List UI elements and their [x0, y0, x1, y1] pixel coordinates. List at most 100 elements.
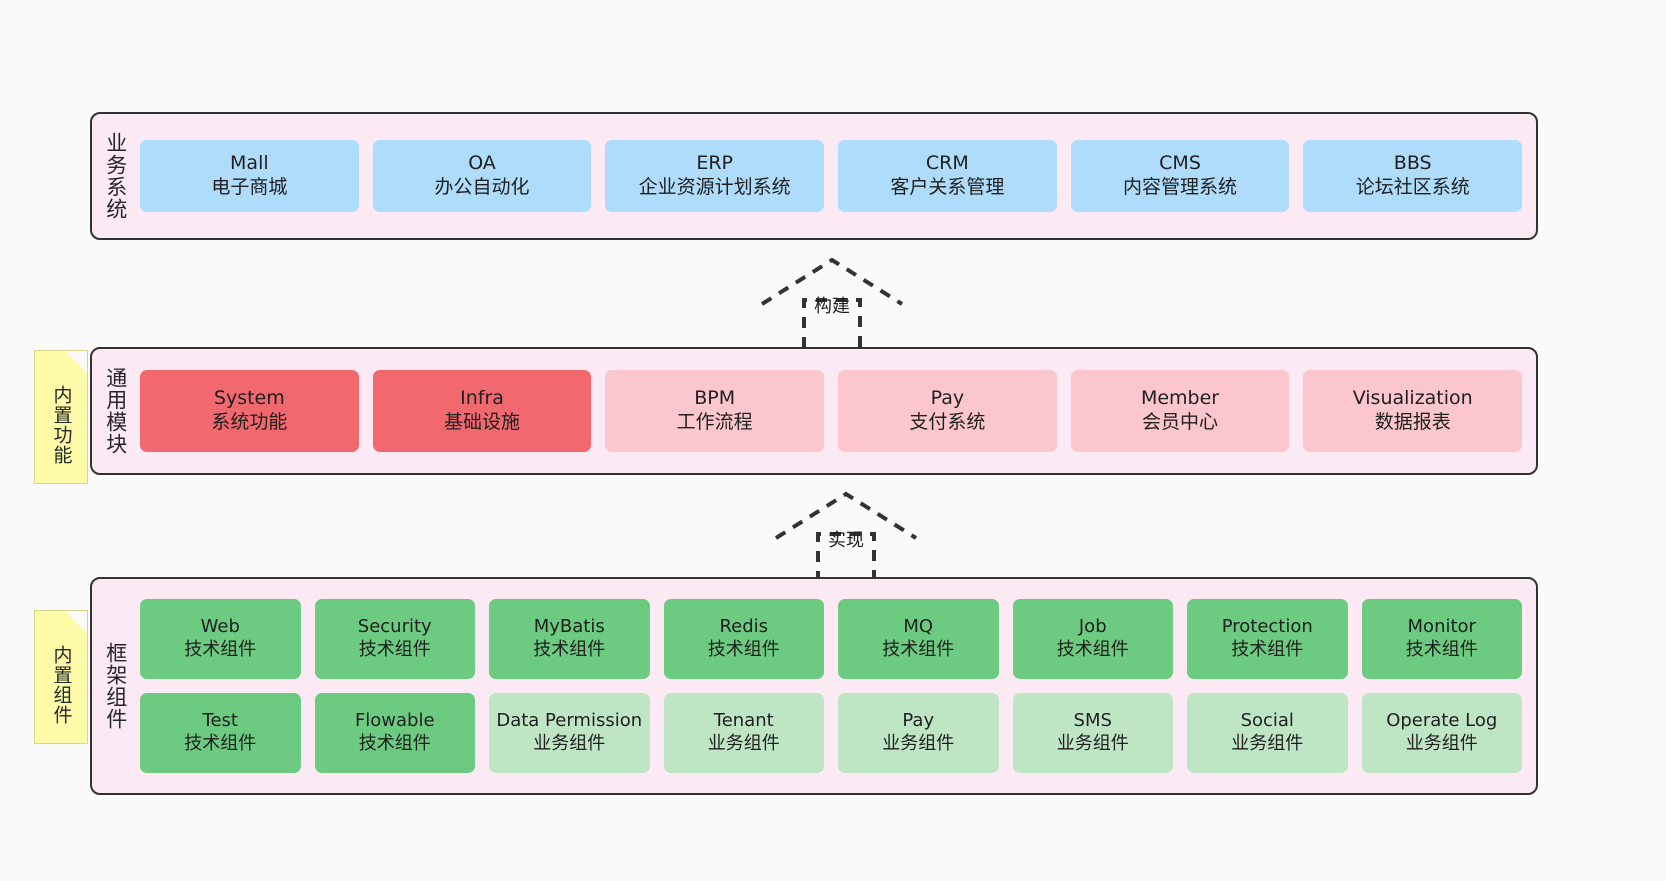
- module-card-subtitle: 技术组件: [882, 639, 955, 660]
- module-card-web[interactable]: Web 技术组件: [140, 599, 301, 679]
- module-card-title: MyBatis: [533, 616, 605, 638]
- module-card-title: Tenant: [713, 710, 774, 732]
- module-card-subtitle: 业务组件: [533, 733, 606, 754]
- generalization-arrow-implement: 实现: [766, 490, 926, 582]
- layer-title-business-system: 业务系统: [103, 132, 128, 220]
- module-card-subtitle: 技术组件: [707, 639, 780, 660]
- module-card-title: Social: [1240, 710, 1294, 732]
- layer-common-module: 通用模块 System 系统功能 Infra 基础设施 BPM 工作流程 Pay…: [90, 347, 1538, 475]
- module-card-redis[interactable]: Redis 技术组件: [663, 599, 824, 679]
- module-card-subtitle: 论坛社区系统: [1355, 176, 1470, 198]
- module-card-pay[interactable]: Pay 支付系统: [838, 370, 1057, 452]
- layer-business-system: 业务系统 Mall 电子商城 OA 办公自动化 ERP 企业资源计划系统 CRM…: [90, 112, 1538, 240]
- module-card-mall[interactable]: Mall 电子商城: [140, 140, 359, 212]
- module-card-title: Member: [1140, 387, 1220, 410]
- module-card-subtitle: 技术组件: [358, 733, 431, 754]
- module-card-title: Protection: [1221, 616, 1313, 638]
- module-card-title: Infra: [460, 387, 504, 410]
- module-card-visualization[interactable]: Visualization 数据报表: [1303, 370, 1523, 452]
- module-card-title: Data Permission: [496, 710, 643, 732]
- module-card-oa[interactable]: OA 办公自动化: [372, 140, 592, 212]
- module-card-operate-log[interactable]: Operate Log 业务组件: [1361, 693, 1522, 773]
- module-card-test[interactable]: Test 技术组件: [140, 693, 301, 773]
- module-card-subtitle: 业务组件: [1056, 733, 1129, 754]
- module-card-system[interactable]: System 系统功能: [140, 370, 359, 452]
- module-card-bbs[interactable]: BBS 论坛社区系统: [1303, 140, 1523, 212]
- module-card-pay-component[interactable]: Pay 业务组件: [838, 693, 999, 773]
- module-card-subtitle: 客户关系管理: [890, 176, 1005, 198]
- module-card-mybatis[interactable]: MyBatis 技术组件: [489, 599, 650, 679]
- module-card-subtitle: 支付系统: [909, 411, 986, 433]
- module-card-bpm[interactable]: BPM 工作流程: [605, 370, 825, 452]
- common-module-row: System 系统功能 Infra 基础设施 BPM 工作流程 Pay 支付系统…: [140, 370, 1523, 452]
- module-card-member[interactable]: Member 会员中心: [1070, 370, 1290, 452]
- module-card-erp[interactable]: ERP 企业资源计划系统: [605, 140, 825, 212]
- module-card-infra[interactable]: Infra 基础设施: [372, 370, 592, 452]
- module-card-subtitle: 技术组件: [1231, 639, 1304, 660]
- layer-body-common-module: System 系统功能 Infra 基础设施 BPM 工作流程 Pay 支付系统…: [138, 349, 1536, 473]
- module-card-tenant[interactable]: Tenant 业务组件: [663, 693, 824, 773]
- module-card-subtitle: 办公自动化: [434, 176, 530, 198]
- layer-framework-component: 框架组件 Web 技术组件 Security 技术组件 MyBatis 技术组件…: [90, 577, 1538, 795]
- module-card-subtitle: 工作流程: [676, 411, 753, 433]
- module-card-mq[interactable]: MQ 技术组件: [838, 599, 999, 679]
- module-card-flowable[interactable]: Flowable 技术组件: [314, 693, 475, 773]
- module-card-protection[interactable]: Protection 技术组件: [1187, 599, 1348, 679]
- module-card-subtitle: 技术组件: [533, 639, 606, 660]
- connector-label-build: 构建: [814, 296, 850, 317]
- module-card-subtitle: 技术组件: [358, 639, 431, 660]
- module-card-title: Visualization: [1352, 387, 1473, 410]
- module-card-title: CRM: [925, 152, 969, 175]
- module-card-crm[interactable]: CRM 客户关系管理: [838, 140, 1057, 212]
- sticky-note-builtin-component: 内置组件: [34, 610, 88, 744]
- module-card-subtitle: 基础设施: [444, 411, 521, 433]
- layer-body-business-system: Mall 电子商城 OA 办公自动化 ERP 企业资源计划系统 CRM 客户关系…: [138, 114, 1536, 238]
- sticky-note-label: 内置组件: [50, 645, 73, 725]
- layer-title-common-module: 通用模块: [103, 367, 128, 455]
- module-card-title: Redis: [719, 616, 769, 638]
- module-card-title: Security: [357, 616, 432, 638]
- module-card-subtitle: 业务组件: [1231, 733, 1304, 754]
- module-card-job[interactable]: Job 技术组件: [1012, 599, 1173, 679]
- module-card-subtitle: 技术组件: [1056, 639, 1129, 660]
- module-card-subtitle: 会员中心: [1142, 411, 1219, 433]
- module-card-title: Pay: [930, 387, 965, 410]
- module-card-title: BPM: [694, 387, 736, 410]
- module-card-subtitle: 数据报表: [1374, 411, 1451, 433]
- module-card-social[interactable]: Social 业务组件: [1187, 693, 1348, 773]
- module-card-title: CMS: [1159, 152, 1201, 175]
- generalization-arrow-build: 构建: [752, 256, 912, 348]
- module-card-monitor[interactable]: Monitor 技术组件: [1361, 599, 1522, 679]
- module-card-title: System: [213, 387, 285, 410]
- module-card-subtitle: 系统功能: [211, 411, 288, 433]
- module-card-security[interactable]: Security 技术组件: [314, 599, 475, 679]
- module-card-title: Test: [202, 710, 238, 732]
- module-card-title: Flowable: [354, 710, 435, 732]
- module-card-subtitle: 技术组件: [184, 639, 257, 660]
- module-card-title: Mall: [230, 152, 269, 175]
- module-card-subtitle: 电子商城: [211, 176, 288, 198]
- layer-title-framework-component: 框架组件: [103, 642, 128, 730]
- module-card-title: Web: [200, 616, 240, 638]
- module-card-title: Pay: [902, 710, 935, 732]
- module-card-data-permission[interactable]: Data Permission 业务组件: [489, 693, 650, 773]
- module-card-subtitle: 业务组件: [707, 733, 780, 754]
- framework-component-row-business: Test 技术组件 Flowable 技术组件 Data Permission …: [140, 693, 1522, 773]
- module-card-title: BBS: [1393, 152, 1432, 175]
- sticky-note-label: 内置功能: [50, 385, 73, 465]
- module-card-subtitle: 业务组件: [882, 733, 955, 754]
- module-card-title: ERP: [696, 152, 734, 175]
- module-card-subtitle: 技术组件: [184, 733, 257, 754]
- module-card-subtitle: 技术组件: [1405, 639, 1478, 660]
- module-card-title: Operate Log: [1386, 710, 1498, 732]
- sticky-note-builtin-function: 内置功能: [34, 350, 88, 484]
- module-card-title: Monitor: [1407, 616, 1476, 638]
- module-card-cms[interactable]: CMS 内容管理系统: [1070, 140, 1290, 212]
- module-card-title: SMS: [1073, 710, 1112, 732]
- module-card-sms[interactable]: SMS 业务组件: [1012, 693, 1173, 773]
- module-card-title: Job: [1078, 616, 1107, 638]
- framework-component-row-technical: Web 技术组件 Security 技术组件 MyBatis 技术组件 Redi…: [140, 599, 1522, 679]
- connector-label-implement: 实现: [828, 530, 864, 551]
- business-system-row: Mall 电子商城 OA 办公自动化 ERP 企业资源计划系统 CRM 客户关系…: [140, 140, 1523, 212]
